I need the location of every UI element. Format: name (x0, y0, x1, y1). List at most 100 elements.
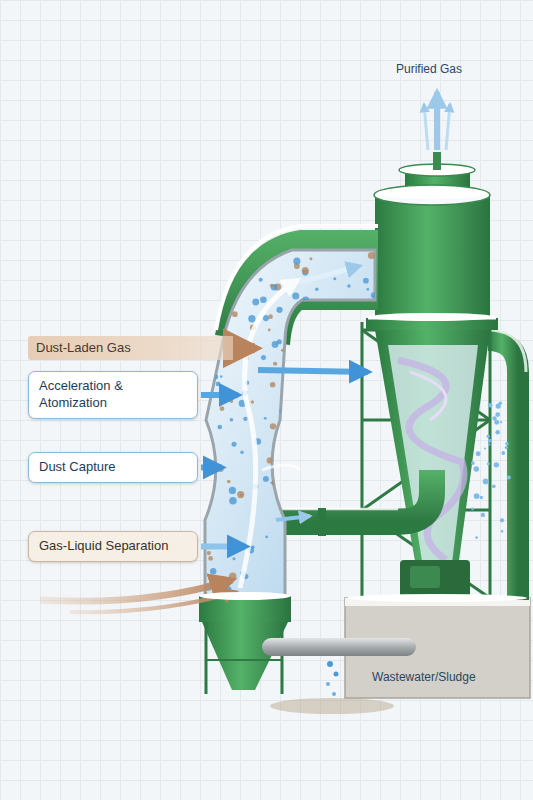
snow-caps-part (199, 592, 291, 600)
droplet (218, 247, 221, 250)
inlet-band: Dust-Laden Gas (28, 336, 233, 360)
droplet (213, 374, 218, 379)
droplet (230, 418, 234, 422)
callout-arrows (201, 348, 255, 546)
purified-gas-arrows-part (446, 104, 450, 150)
droplet (233, 557, 236, 560)
droplet (213, 297, 218, 302)
droplet (492, 484, 496, 488)
venturi-hopper-part (281, 622, 284, 694)
droplet (488, 439, 492, 443)
droplet (347, 284, 350, 287)
droplet (371, 292, 377, 298)
droplet (320, 487, 323, 490)
droplet (331, 561, 335, 565)
drain-pipe-part (270, 698, 394, 714)
droplet (500, 421, 502, 423)
droplet (361, 443, 365, 447)
droplet (223, 363, 226, 366)
lower-pipe-part (318, 508, 326, 536)
outlet-label: Purified Gas (396, 62, 462, 76)
droplet (227, 480, 231, 484)
droplet (268, 314, 273, 319)
spray-droplets (471, 401, 511, 539)
flow-arrows-part (258, 370, 368, 372)
droplet (363, 568, 369, 574)
droplet (505, 446, 508, 449)
droplet (276, 307, 282, 313)
droplet (293, 557, 298, 562)
droplet (338, 393, 343, 398)
droplet (501, 530, 504, 533)
drain-pipe-part (334, 672, 339, 677)
droplet (476, 451, 481, 456)
droplet (216, 382, 221, 387)
droplet (302, 267, 309, 274)
droplet (307, 341, 312, 346)
droplet (267, 457, 273, 463)
droplet (339, 588, 343, 592)
droplet (488, 443, 490, 445)
lower-pipe (282, 470, 432, 536)
droplet (334, 318, 339, 323)
droplet (324, 301, 331, 308)
stage-callout: Dust Capture (28, 452, 198, 483)
droplet (312, 541, 317, 546)
droplet (232, 442, 237, 447)
droplet (205, 317, 209, 321)
droplet (499, 401, 503, 405)
droplet (298, 458, 304, 464)
droplet (363, 278, 369, 284)
purified-gas-arrows-part (434, 92, 440, 150)
droplet (286, 502, 290, 506)
droplet (319, 419, 322, 422)
droplet (268, 329, 271, 332)
cyclone-separator-part (388, 345, 478, 580)
droplet (314, 480, 317, 483)
inlet-gas-arrows-part (40, 580, 232, 601)
droplet (367, 332, 370, 335)
droplet (330, 336, 335, 341)
droplet (357, 517, 362, 522)
droplet (353, 522, 357, 526)
droplet (292, 292, 299, 299)
droplet (270, 482, 272, 484)
droplet (265, 535, 268, 538)
snow-caps-part (347, 594, 527, 602)
droplet (298, 354, 301, 357)
stage-callout: Acceleration & Atomization (28, 371, 198, 419)
droplet (323, 507, 327, 511)
droplet (313, 410, 317, 414)
venturi-duct-part (262, 465, 300, 470)
return-pipe-part (488, 340, 518, 600)
droplet (481, 513, 485, 517)
purified-gas-arrows (424, 92, 450, 150)
droplet (372, 417, 376, 421)
purified-gas-arrows-part (424, 104, 428, 150)
droplet (350, 391, 353, 394)
droplet (304, 353, 311, 360)
droplet (298, 413, 304, 419)
drain-pipe-part (326, 682, 330, 686)
drain-pipe-part (262, 638, 416, 656)
venturi-duct-part (300, 266, 360, 282)
droplet (353, 305, 359, 311)
droplet (295, 244, 299, 248)
return-pipe (488, 330, 526, 600)
droplet (292, 570, 297, 575)
cyclone-separator-part (375, 330, 490, 590)
droplet (236, 262, 240, 266)
droplet (229, 487, 236, 494)
droplet (313, 511, 316, 514)
snow-caps (199, 187, 527, 602)
cyclone-separator-part (433, 152, 441, 170)
droplet (210, 568, 216, 574)
droplet (501, 451, 505, 455)
droplet (323, 517, 326, 520)
drain-pipe-part (327, 661, 333, 667)
droplet (353, 555, 358, 560)
droplet (319, 548, 326, 555)
droplet (374, 498, 377, 501)
droplet (475, 536, 478, 539)
snow-caps-part (377, 187, 487, 199)
